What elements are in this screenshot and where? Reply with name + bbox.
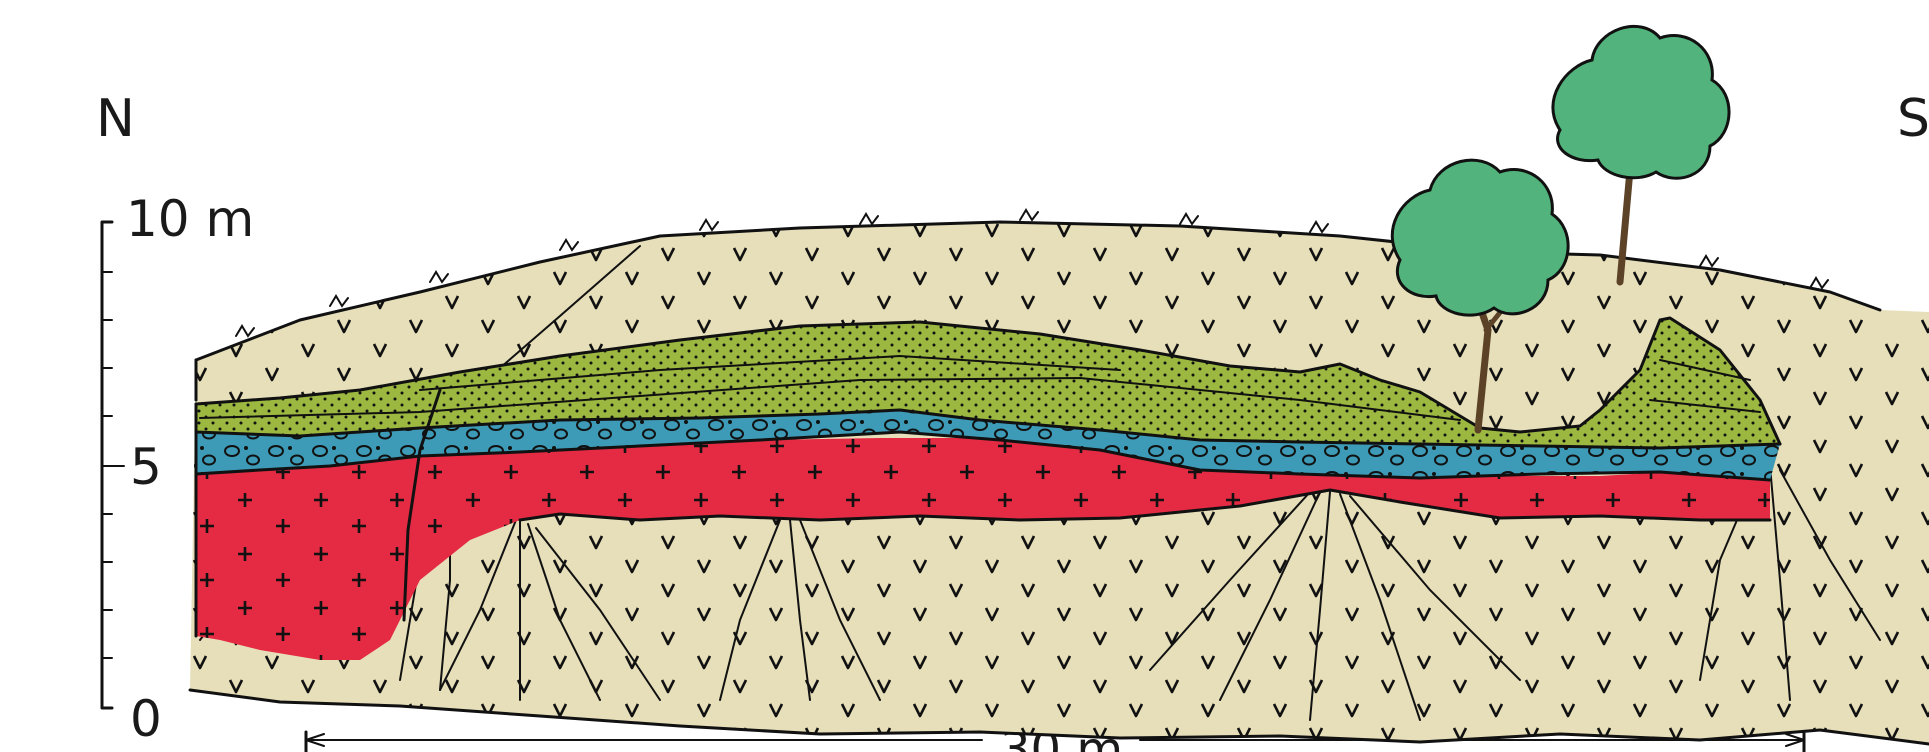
scale-label-5: 5 [130, 438, 162, 496]
scale-label-0: 0 [130, 690, 162, 748]
scale-label-10m: 10 m [126, 190, 254, 248]
south-label: S [1897, 89, 1929, 149]
tree-icon [1553, 26, 1729, 282]
north-label: N [96, 89, 135, 149]
height-scale-bar [102, 222, 124, 708]
